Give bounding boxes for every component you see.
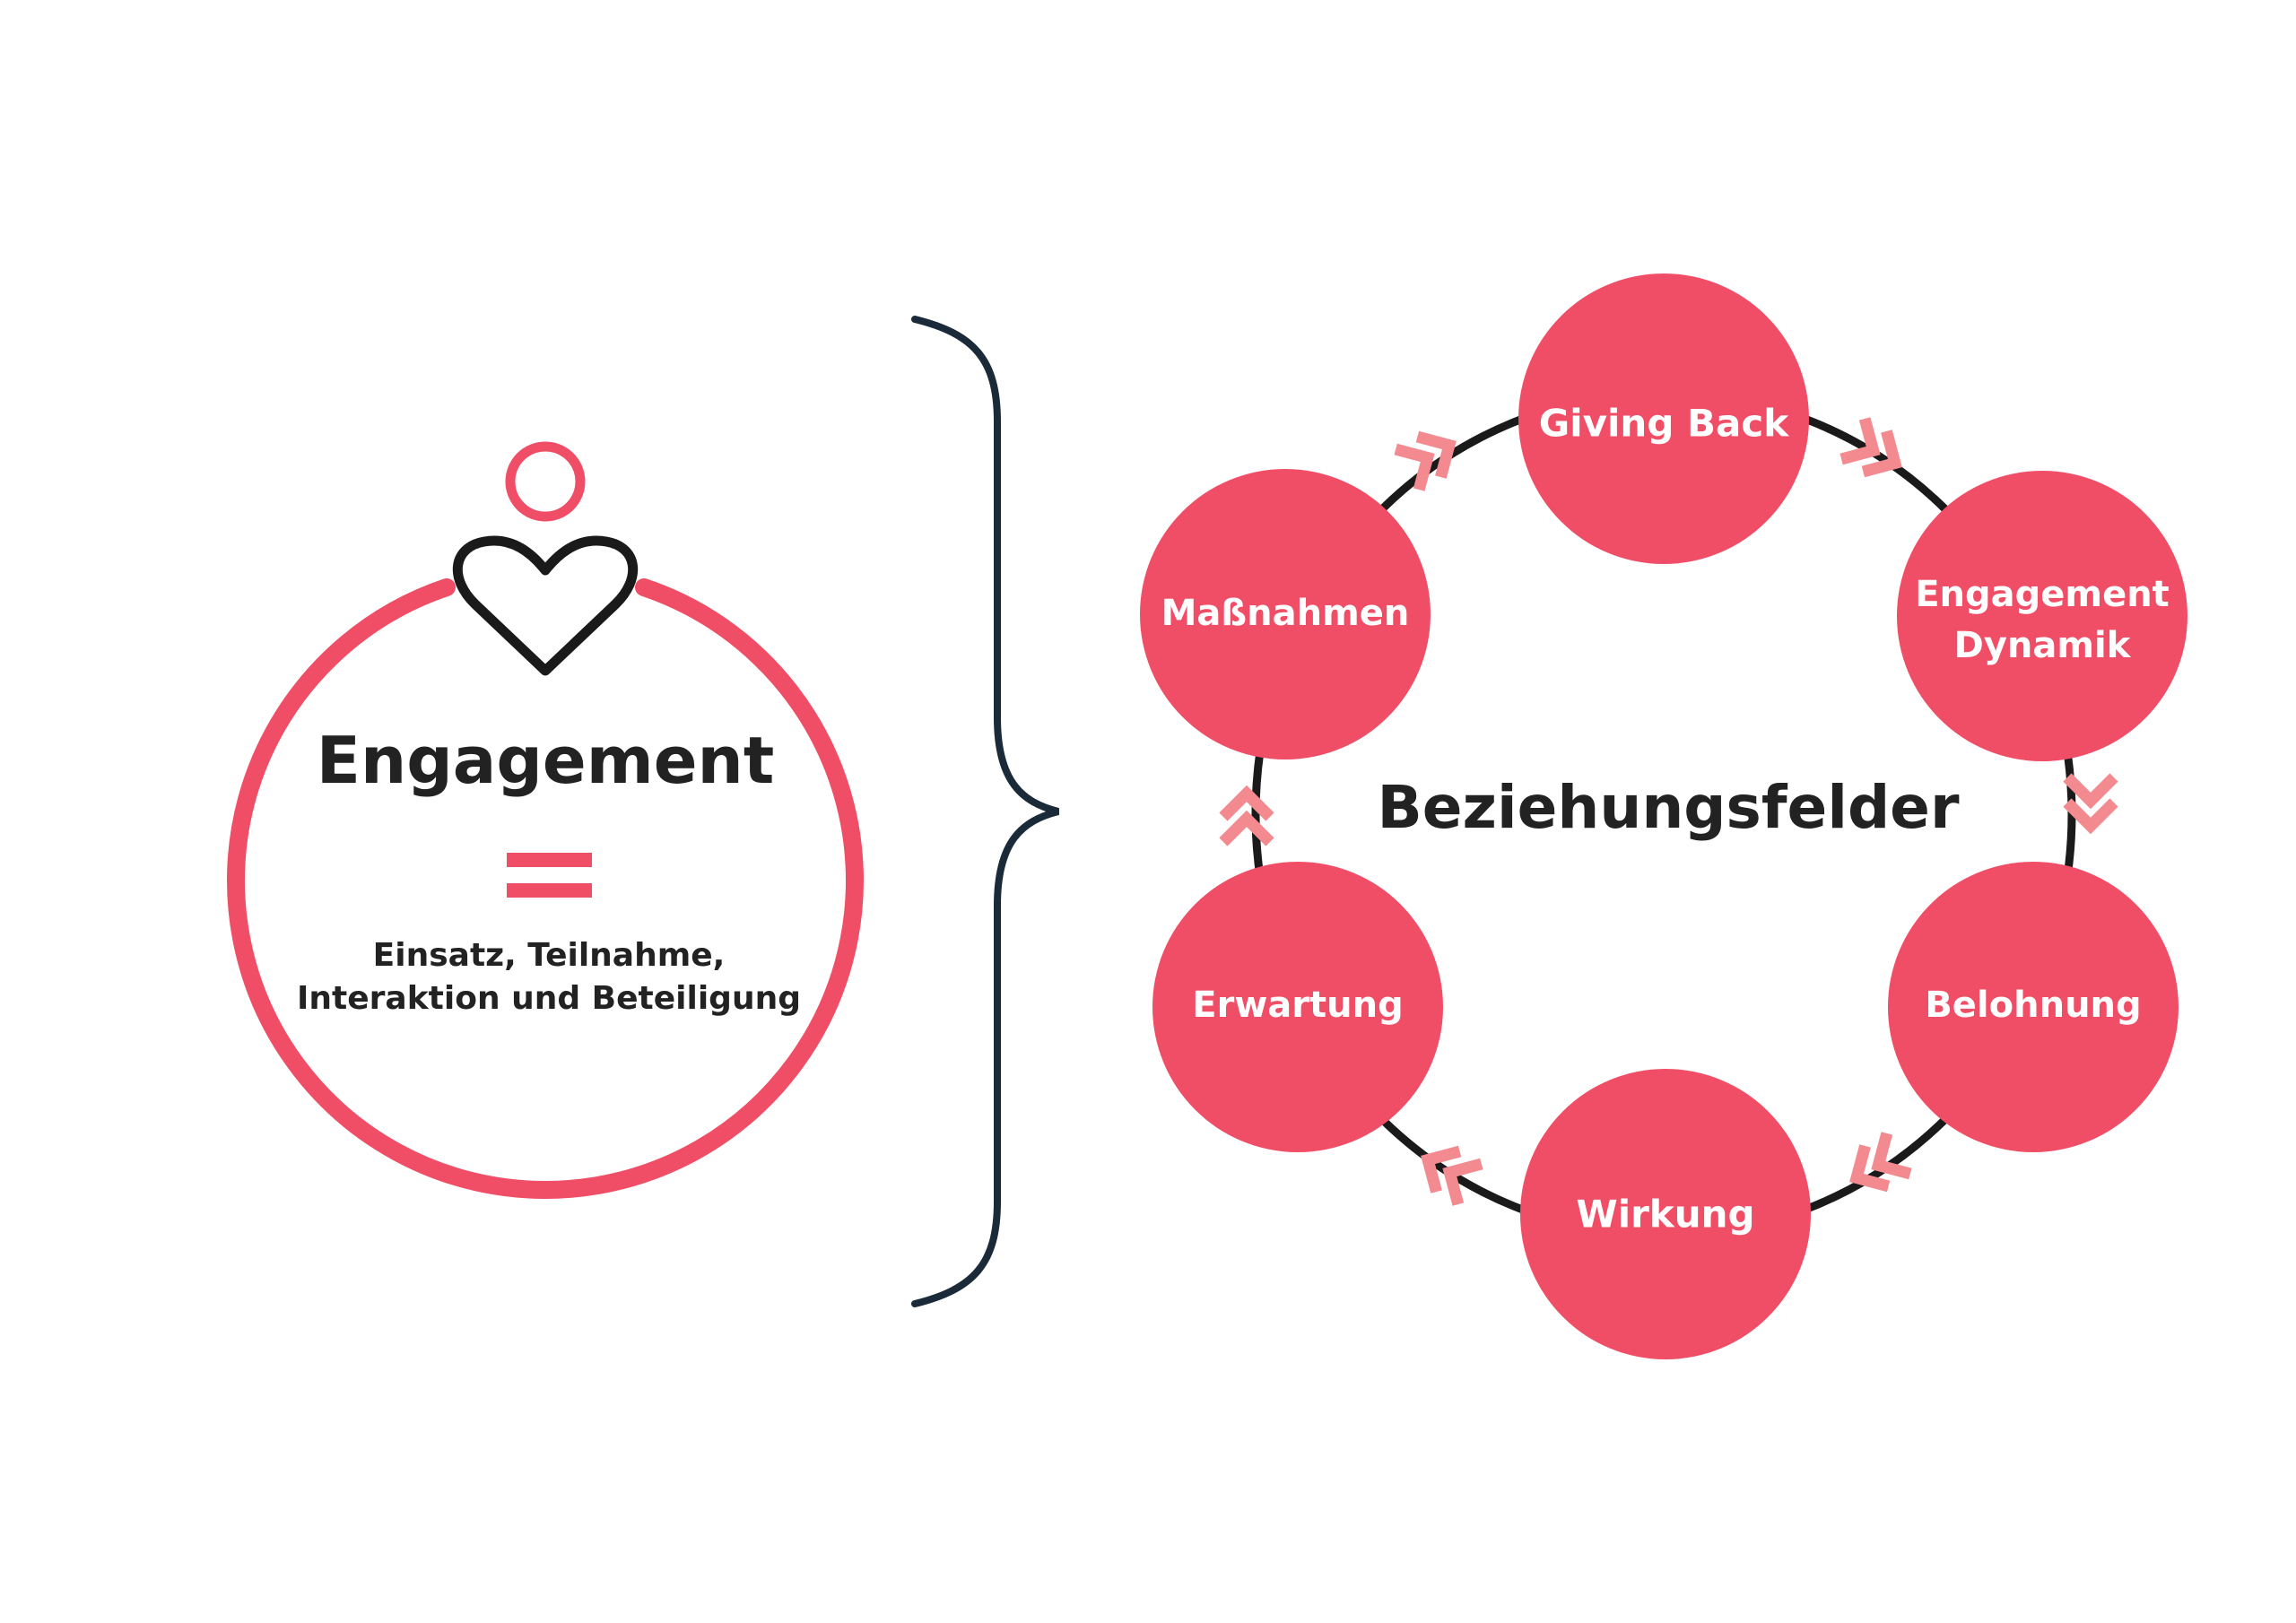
- person-heart-icon: [452, 441, 639, 676]
- engagement-panel: Engagement Einsatz, Teilnahme, Interakti…: [227, 441, 864, 1199]
- node-wirkung-label: Wirkung: [1576, 1193, 1754, 1237]
- node-giving-back-label: Giving Back: [1539, 402, 1789, 446]
- engagement-title: Engagement: [317, 723, 774, 798]
- node-wirkung: Wirkung: [1520, 1069, 1811, 1359]
- node-massnahmen: Maßnahmen: [1140, 469, 1431, 759]
- cycle-arrow-chevron: [1421, 1145, 1483, 1206]
- cycle-arrow-chevron: [1394, 430, 1457, 491]
- engagement-ring: [227, 578, 864, 1199]
- node-massnahmen-label: Maßnahmen: [1161, 593, 1410, 634]
- engagement-description-line1: Einsatz, Teilnahme,: [373, 937, 726, 974]
- cycle-arrow-chevron: [2063, 773, 2118, 835]
- cycle-arrow-chevron: [1219, 785, 1274, 846]
- node-belohnung-label: Belohnung: [1925, 985, 2141, 1026]
- cycle-center-title: Beziehungsfelder: [1377, 773, 1959, 842]
- cycle-arrows: [1219, 417, 2118, 1206]
- curly-brace: [911, 316, 1059, 1307]
- node-engagement-dynamik-label-line1: Engagement: [1915, 574, 2170, 615]
- node-erwartung-label: Erwartung: [1192, 985, 1403, 1026]
- node-engagement-dynamik: Engagement Dynamik: [1897, 471, 2187, 761]
- engagement-description-line2: Interaktion und Beteiligung: [297, 980, 801, 1017]
- node-belohnung: Belohnung: [1888, 862, 2179, 1152]
- node-giving-back: Giving Back: [1518, 273, 1809, 564]
- cycle-arrow-chevron: [1849, 1132, 1912, 1193]
- node-engagement-dynamik-label-line2: Dynamik: [1954, 625, 2132, 666]
- relationship-cycle: Giving Back Engagement Dynamik Belohnung…: [1140, 273, 2187, 1359]
- node-erwartung: Erwartung: [1152, 862, 1443, 1152]
- cycle-arrow-chevron: [1839, 417, 1902, 478]
- equals-icon: [507, 853, 592, 898]
